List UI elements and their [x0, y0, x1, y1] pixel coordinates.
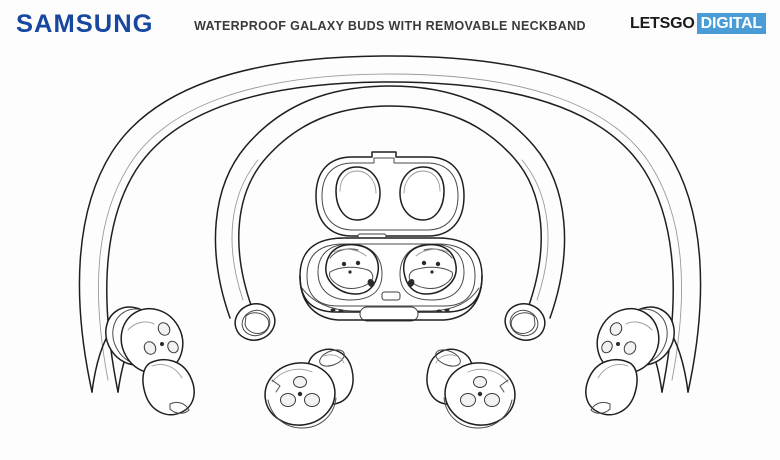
- neckband-right-connector: [504, 303, 546, 341]
- case-base: [299, 237, 483, 322]
- case-lid: [315, 151, 465, 237]
- right-neckband-earbud: [585, 306, 689, 416]
- outer-neckband: [78, 55, 702, 393]
- letsgo-digital-watermark: LETSGO DIGITAL: [630, 13, 766, 34]
- page-header: SAMSUNG WATERPROOF GALAXY BUDS WITH REMO…: [0, 0, 780, 48]
- case-right-bud: [402, 243, 457, 295]
- watermark-letsgo-text: LETSGO: [630, 14, 695, 32]
- left-neckband-earbud: [91, 306, 195, 416]
- watermark-digital-text: DIGITAL: [696, 13, 766, 34]
- right-loose-earbud: [426, 348, 516, 429]
- inner-neckband-cable: [214, 85, 566, 341]
- samsung-brand-logo: SAMSUNG: [16, 10, 154, 38]
- neckband-left-connector: [234, 303, 276, 341]
- charging-case: [299, 151, 483, 322]
- case-left-bud: [325, 243, 380, 295]
- page-title: WATERPROOF GALAXY BUDS WITH REMOVABLE NE…: [194, 19, 586, 33]
- left-loose-earbud: [264, 348, 354, 429]
